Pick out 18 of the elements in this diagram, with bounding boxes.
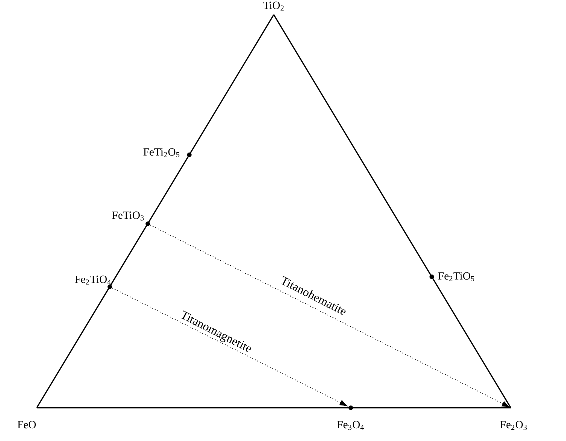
arrow [110,286,348,406]
composition-point: Fe$_{2}$TiO$_{4}$ [75,276,112,290]
composition-point: Fe$_{3}$O$_{4}$ [338,406,364,430]
composition-point: Fe$_{2}$TiO$_{5}$ [430,272,474,282]
vertex-label: FeO [18,421,36,429]
node-label: Fe$_{2}$TiO$_{5}$ [438,272,474,282]
triangle-side [36,14,275,408]
vertex-label: Fe$_{2}$O$_{3}$ [500,421,528,430]
node-label: Fe$_{3}$O$_{4}$ [337,421,364,430]
triangle-side [273,14,512,408]
vertex-label: TiO$_{2}$ [263,2,284,11]
composition-point: FeTi$_{2}$O$_{5}$ [144,148,192,158]
arrow [148,224,510,408]
triangle-side [37,407,511,409]
node-label: FeTi$_{2}$O$_{5}$ [144,148,180,158]
composition-point: FeTiO$_{3}$ [112,212,150,226]
node-label: Fe$_{2}$TiO$_{4}$ [75,276,112,285]
node-label: FeTiO$_{3}$ [112,212,144,221]
